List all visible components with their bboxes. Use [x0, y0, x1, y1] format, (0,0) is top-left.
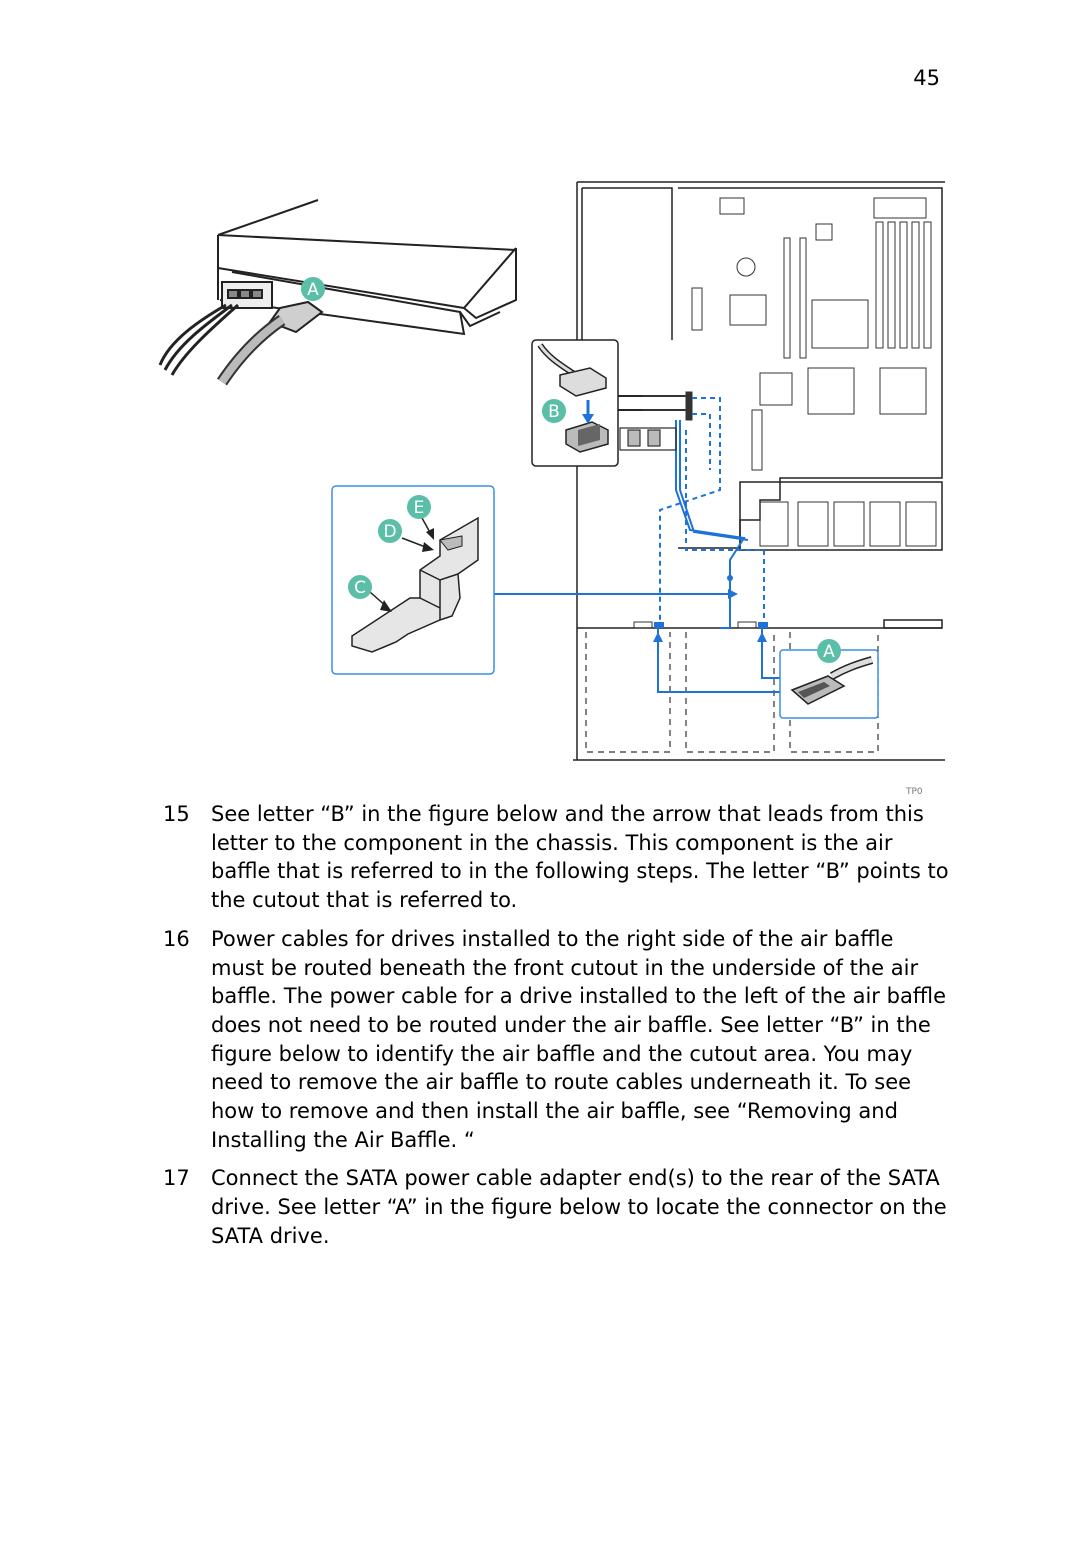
step-text: Connect the SATA power cable adapter end… [211, 1166, 947, 1248]
air-baffle-front [619, 427, 677, 451]
motherboard-components [633, 197, 937, 629]
step-16: 16 Power cables for drives installed to … [163, 925, 953, 1155]
page-number: 45 [913, 66, 940, 90]
step-number: 16 [163, 926, 190, 951]
step-text: See letter “B” in the figure below and t… [211, 802, 949, 913]
cable-routes [492, 395, 790, 693]
inset-air-baffle [331, 485, 495, 675]
callout-d-label: D [383, 522, 396, 542]
inset-sata-connector [779, 649, 879, 719]
route-arrowheads [653, 575, 768, 642]
callout-a-top: A [301, 277, 325, 301]
callout-d: D [378, 519, 402, 543]
callout-a-bottom: A [817, 639, 841, 663]
figure-code: TP0 [905, 787, 923, 795]
step-17: 17 Connect the SATA power cable adapter … [163, 1164, 953, 1250]
sata-drive-illustration [158, 199, 517, 376]
step-number: 17 [163, 1166, 190, 1191]
callout-e-label: E [414, 498, 425, 518]
step-15: 15 See letter “B” in the figure below an… [163, 800, 953, 915]
callout-a-bottom-label: A [823, 642, 835, 662]
inset-air-baffle-cutout [531, 339, 642, 467]
sata-power-cable-routing-figure: A [150, 175, 950, 795]
callout-c: C [348, 575, 372, 599]
callout-b: B [542, 399, 566, 423]
callout-a-top-label: A [307, 280, 319, 300]
chassis-outline [573, 181, 945, 761]
step-number: 15 [163, 802, 190, 826]
step-text: Power cables for drives installed to the… [211, 926, 947, 1152]
instruction-steps: 15 See letter “B” in the figure below an… [163, 800, 953, 1261]
callout-b-label: B [548, 402, 560, 422]
callout-e: E [407, 495, 431, 519]
callout-c-label: C [354, 578, 366, 598]
sata-power-connector [217, 300, 324, 386]
